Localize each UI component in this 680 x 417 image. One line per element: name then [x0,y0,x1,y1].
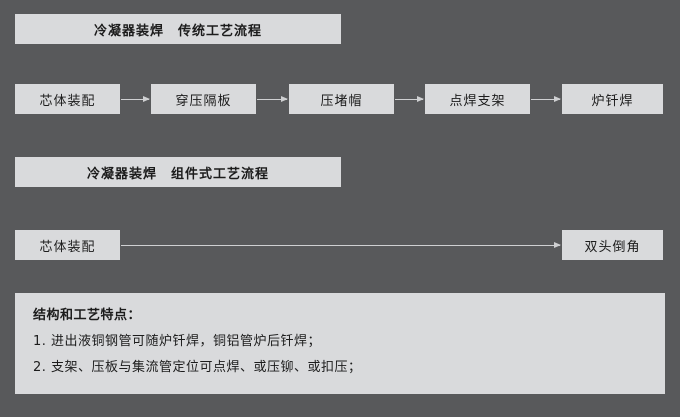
flow-arrow-icon [257,96,288,102]
traditional-process-title: 冷凝器装焊 传统工艺流程 [15,14,341,44]
note-item: 1. 进出液铜钢管可随炉钎焊，铜铝管炉后钎焊； [33,334,322,349]
step-core-assembly-modular: 芯体装配 [15,230,120,260]
step-core-assembly: 芯体装配 [15,84,120,114]
step-spot-weld-bracket: 点焊支架 [425,84,530,114]
step-press-partition: 穿压隔板 [151,84,256,114]
note-item: 2. 支架、压板与集流管定位可点焊、或压铆、或扣压； [33,360,362,375]
flow-arrow-icon [395,96,424,102]
flow-arrow-icon [531,96,561,102]
modular-process-title: 冷凝器装焊 组件式工艺流程 [15,157,341,187]
flow-arrow-icon [121,96,150,102]
step-furnace-brazing: 炉钎焊 [562,84,663,114]
flow-arrow-icon [121,242,561,248]
notes-heading: 结构和工艺特点： [33,308,142,323]
step-double-end-chamfer: 双头倒角 [562,230,663,260]
step-press-plug-cap: 压堵帽 [289,84,394,114]
notes-panel: 结构和工艺特点： 1. 进出液铜钢管可随炉钎焊，铜铝管炉后钎焊； 2. 支架、压… [15,293,665,394]
